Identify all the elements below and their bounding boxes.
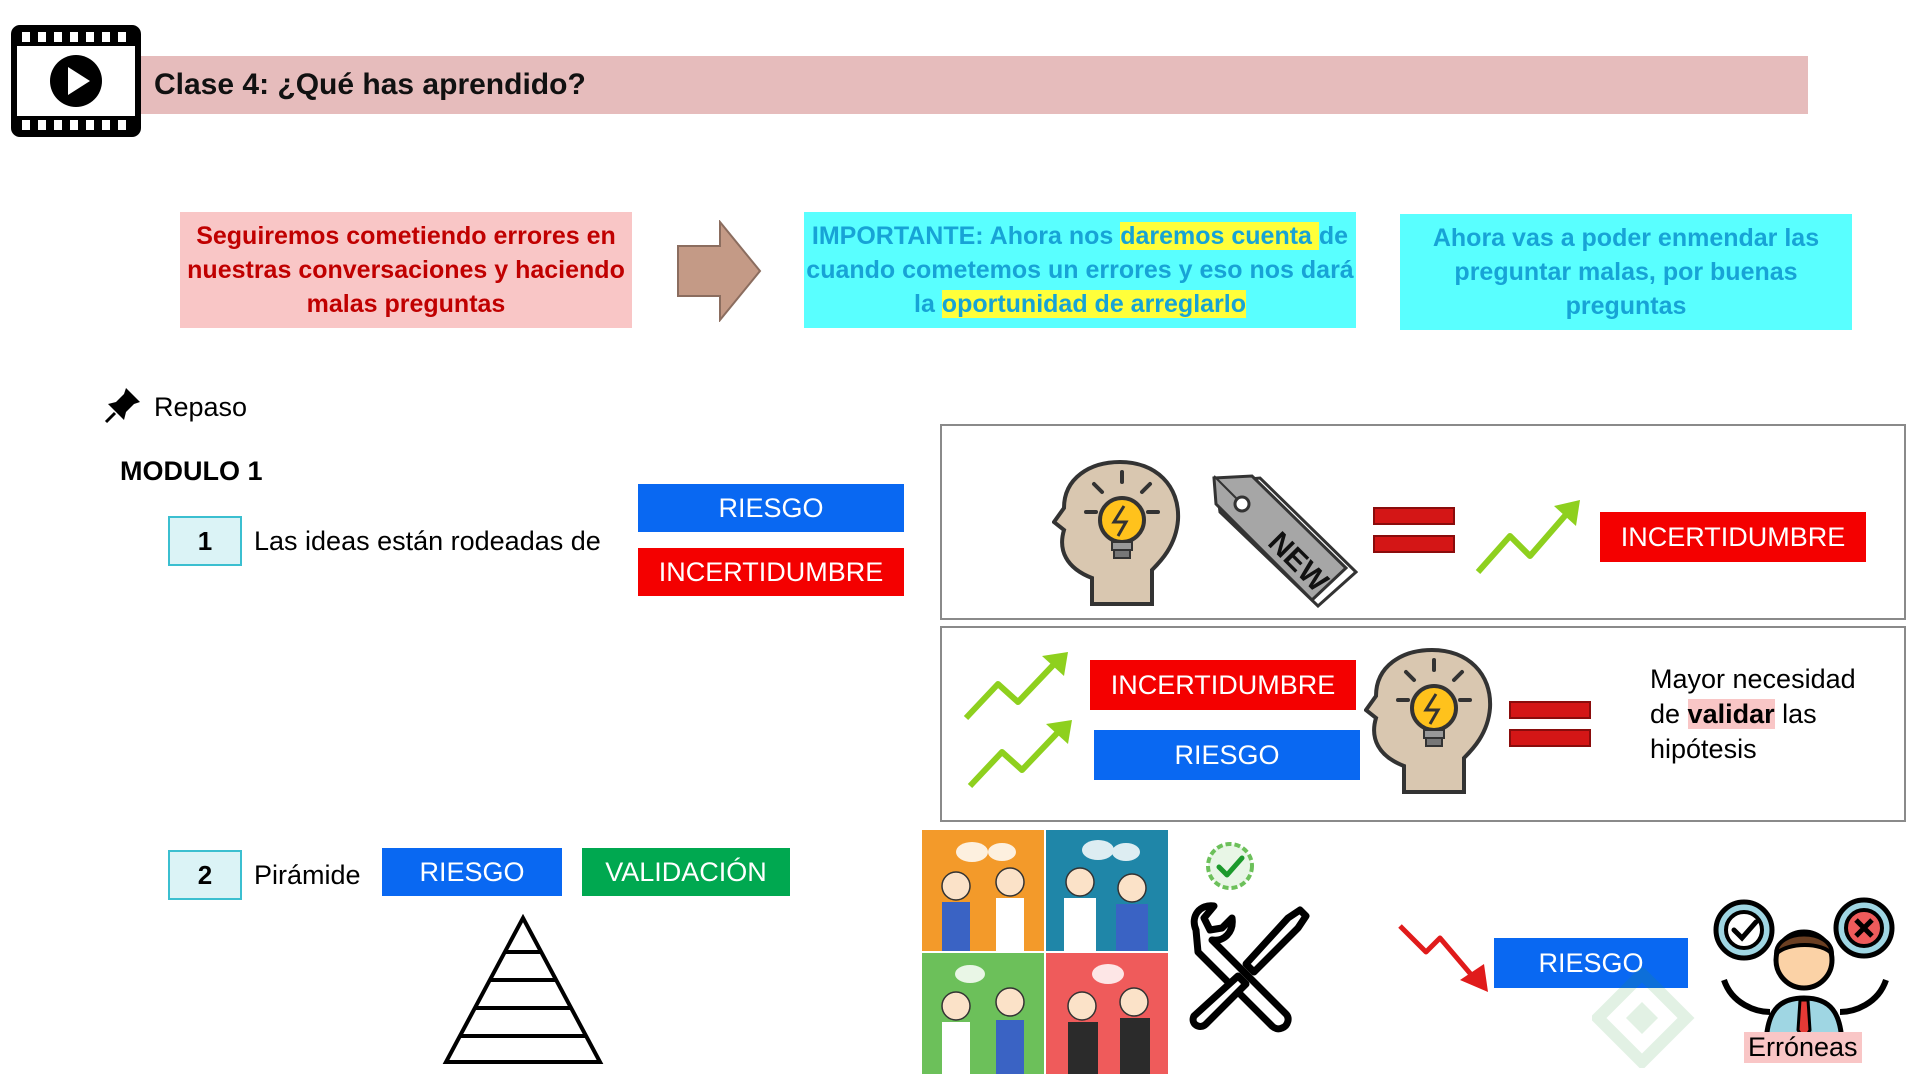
video-play-icon bbox=[11, 25, 141, 137]
repaso-label: Repaso bbox=[154, 392, 248, 422]
watermark-logo-icon bbox=[1592, 968, 1695, 1068]
validar-highlight: validar bbox=[1687, 699, 1775, 729]
check-icon bbox=[1206, 842, 1254, 890]
page-title: Clase 4: ¿Qué has aprendido? bbox=[154, 68, 586, 101]
riesgo-tag: RIESGO bbox=[382, 848, 562, 896]
errors-note-text: Seguiremos cometiendo errores en nuestra… bbox=[187, 222, 625, 318]
equals-icon bbox=[1373, 507, 1455, 553]
incertidumbre-tag: INCERTIDUMBRE bbox=[1600, 512, 1866, 562]
trend-up-icon bbox=[1475, 500, 1580, 574]
important-highlight-1: daremos cuenta bbox=[1120, 222, 1319, 250]
pyramid-icon bbox=[442, 914, 604, 1064]
erroneas-label: Erróneas bbox=[1744, 1032, 1862, 1063]
arrow-right-icon bbox=[677, 220, 762, 322]
title-bar bbox=[140, 56, 1808, 114]
important-highlight-2: oportunidad de arreglarlo bbox=[941, 290, 1246, 318]
incertidumbre-tag: INCERTIDUMBRE bbox=[638, 548, 904, 596]
validation-need-text: Mayor necesidad de validar las hipótesis bbox=[1650, 662, 1870, 767]
riesgo-tag: RIESGO bbox=[1494, 938, 1688, 988]
errors-note: Seguiremos cometiendo errores en nuestra… bbox=[180, 212, 632, 328]
validacion-tag: VALIDACIÓN bbox=[582, 848, 790, 896]
important-text-2: de cuando cometemos un errores y eso nos… bbox=[806, 222, 1354, 318]
riesgo-tag: RIESGO bbox=[1094, 730, 1360, 780]
important-text-1: IMPORTANTE: Ahora nos bbox=[811, 222, 1121, 250]
item-text-1: Las ideas están rodeadas de bbox=[254, 526, 601, 556]
equals-icon bbox=[1509, 701, 1591, 747]
riesgo-tag: RIESGO bbox=[638, 484, 904, 532]
important-note: IMPORTANTE: Ahora nos daremos cuenta de … bbox=[804, 212, 1356, 328]
item-number-1: 1 bbox=[168, 516, 242, 566]
item-text-2: Pirámide bbox=[254, 860, 361, 890]
head-lightbulb-icon bbox=[1364, 647, 1493, 794]
validation-text-2: las hipótesis bbox=[1650, 699, 1817, 764]
enmendar-note: Ahora vas a poder enmendar las preguntar… bbox=[1400, 214, 1852, 330]
incertidumbre-tag: INCERTIDUMBRE bbox=[1090, 660, 1356, 710]
head-lightbulb-icon bbox=[1052, 459, 1181, 606]
trend-down-icon bbox=[1398, 924, 1488, 992]
trend-up-icon bbox=[963, 652, 1068, 721]
enmendar-note-text: Ahora vas a poder enmendar las preguntar… bbox=[1432, 224, 1820, 320]
new-tag-icon: NEW bbox=[1212, 474, 1358, 608]
validation-text-1: Mayor necesidad de bbox=[1650, 664, 1856, 729]
conversation-illustration bbox=[922, 830, 1168, 1074]
modulo-title: MODULO 1 bbox=[120, 456, 263, 486]
wrench-screwdriver-icon bbox=[1189, 902, 1310, 1033]
pushpin-icon bbox=[104, 388, 140, 424]
trend-up-icon bbox=[967, 720, 1072, 789]
item-number-2: 2 bbox=[168, 850, 242, 900]
